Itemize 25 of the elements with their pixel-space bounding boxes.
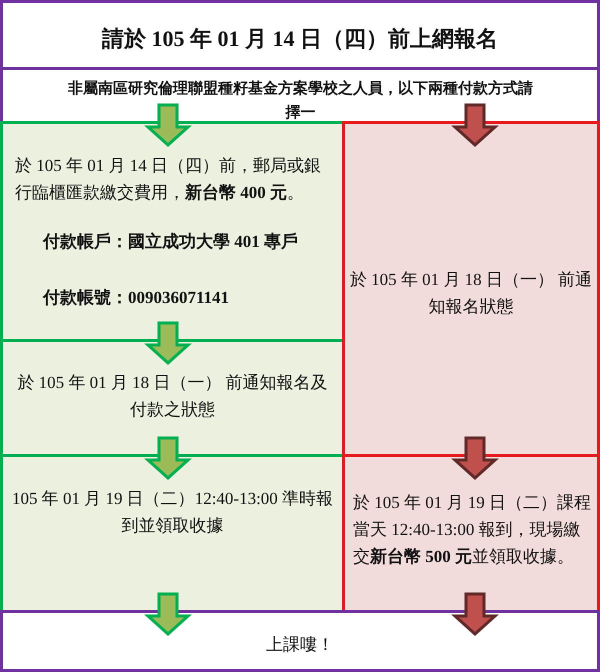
title-text: 請於 105 年 01 月 14 日（四）前上網報名 <box>100 25 499 53</box>
step-text: 於 105 年 01 月 18 日（一） 前通知報名狀態 <box>349 269 593 318</box>
step-text: 於 105 年 01 月 14 日（四）前，郵局或銀行臨櫃匯款繳交費用，新台幣 400 元。 <box>15 155 322 204</box>
step-box <box>0 121 345 342</box>
step-text: 於 105 年 01 月 18 日（一） 前通知報名及付款之狀態 <box>16 372 329 422</box>
block-arrow <box>144 104 192 148</box>
instruction-text: 非屬南區研究倫理聯盟種籽基金方案學校之人員，以下兩種付款方式請擇一 <box>67 78 534 123</box>
step-box <box>342 454 600 613</box>
account-detail: 付款帳戶：國立成功大學 401 專戶 <box>43 231 299 253</box>
block-arrow <box>451 436 499 480</box>
block-arrow <box>144 322 192 366</box>
block-arrow <box>144 592 192 636</box>
step-box <box>0 339 345 457</box>
block-arrow <box>451 592 499 636</box>
title-banner <box>0 0 600 70</box>
block-arrow <box>451 104 499 148</box>
step-text: 於 105 年 01 月 19 日（二）課程當天 12:40-13:00 報到，現場繳交新台幣 500 元並領取收據。 <box>353 492 592 568</box>
end-box <box>0 610 600 672</box>
step-text: 105 年 01 月 19 日（二）12:40-13:00 準時報到並領取收據 <box>11 488 334 538</box>
account-detail: 付款帳號：009036071141 <box>43 287 230 309</box>
instruction-box <box>0 67 600 124</box>
end-text: 上課嘍！ <box>265 634 335 656</box>
step-box <box>342 121 600 457</box>
block-arrow <box>144 436 192 480</box>
step-box <box>0 454 345 613</box>
